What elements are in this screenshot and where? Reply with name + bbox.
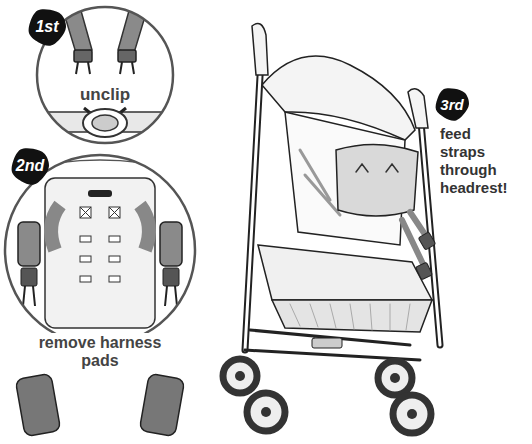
step-number: 3rd xyxy=(434,96,470,113)
step-badge: 2nd xyxy=(10,146,50,186)
seat-inset xyxy=(18,160,182,328)
step-number: 2nd xyxy=(10,157,50,175)
step-number: 1st xyxy=(27,18,67,36)
step-badge: 1st xyxy=(27,7,67,47)
instruction-note: feed straps through headrest! xyxy=(440,125,520,197)
harness-pads xyxy=(15,373,185,436)
step-instruction: unclip xyxy=(35,85,175,104)
step-instruction: remove harness pads xyxy=(35,333,165,371)
step-badge: 3rd xyxy=(434,86,470,122)
stroller xyxy=(223,23,440,433)
